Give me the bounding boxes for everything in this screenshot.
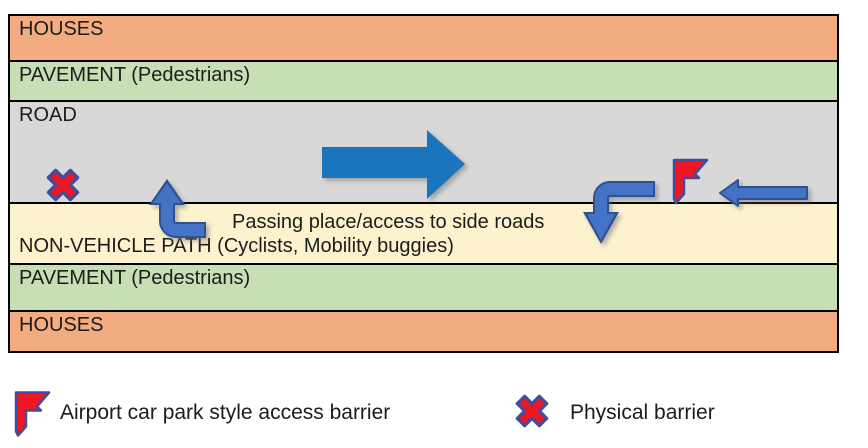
band-pavement-top: PAVEMENT (Pedestrians) bbox=[10, 62, 837, 102]
band-road-label: ROAD bbox=[19, 104, 77, 126]
traffic-flow-left-arrow-icon bbox=[719, 179, 808, 207]
passing-place-annotation: Passing place/access to side roads bbox=[232, 211, 545, 233]
band-houses-top-label: HOUSES bbox=[19, 18, 104, 40]
legend-access-barrier-flag-icon bbox=[14, 391, 51, 437]
legend-physical-barrier-x-icon bbox=[515, 394, 549, 428]
turn-up-from-path-arrow-icon bbox=[149, 179, 206, 238]
physical-barrier-x-icon bbox=[46, 168, 80, 202]
turn-down-to-path-arrow-icon bbox=[583, 181, 655, 244]
legend-physical-barrier-label: Physical barrier bbox=[570, 401, 715, 424]
band-houses-bottom-label: HOUSES bbox=[19, 314, 104, 336]
band-houses-top: HOUSES bbox=[10, 16, 837, 62]
band-houses-bottom: HOUSES bbox=[10, 312, 837, 351]
band-non-vehicle-path-label: NON-VEHICLE PATH (Cyclists, Mobility bug… bbox=[19, 235, 454, 257]
access-barrier-flag-icon bbox=[672, 158, 709, 205]
band-pavement-bottom-label: PAVEMENT (Pedestrians) bbox=[19, 267, 251, 289]
band-non-vehicle-path: NON-VEHICLE PATH (Cyclists, Mobility bug… bbox=[10, 204, 837, 265]
legend-access-barrier-label: Airport car park style access barrier bbox=[60, 401, 391, 424]
band-pavement-top-label: PAVEMENT (Pedestrians) bbox=[19, 64, 251, 86]
traffic-flow-right-arrow-icon bbox=[322, 130, 465, 199]
band-pavement-bottom: PAVEMENT (Pedestrians) bbox=[10, 265, 837, 312]
